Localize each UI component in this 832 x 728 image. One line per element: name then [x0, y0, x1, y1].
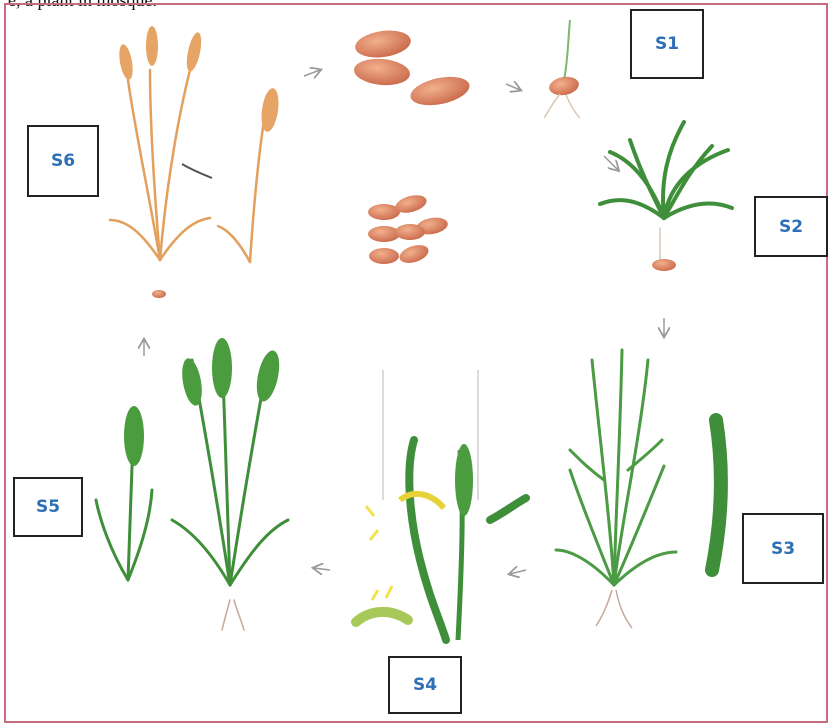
- stage-label-s4: S4: [388, 656, 462, 714]
- seed-group-middle: [368, 192, 449, 266]
- stem-closeup: [712, 420, 721, 570]
- stage-label-s6: S6: [27, 125, 99, 197]
- germinating-seed: [544, 20, 580, 118]
- seed-group-top: [353, 27, 472, 110]
- s3-roots: [596, 590, 632, 628]
- stage-label-s1: S1: [630, 9, 704, 79]
- ripe-ears: [117, 26, 281, 133]
- insect-detail: [182, 164, 212, 178]
- mature-plant: [110, 70, 268, 262]
- mature-seed: [152, 290, 166, 298]
- flowering-stage: [356, 370, 526, 640]
- seedling-seed: [652, 259, 676, 271]
- tillering-plant: [556, 350, 676, 585]
- stage-label-s2: S2: [754, 196, 828, 257]
- seedling: [600, 122, 732, 268]
- stage-label-s5: S5: [13, 477, 83, 537]
- stage-label-s3: S3: [742, 513, 824, 584]
